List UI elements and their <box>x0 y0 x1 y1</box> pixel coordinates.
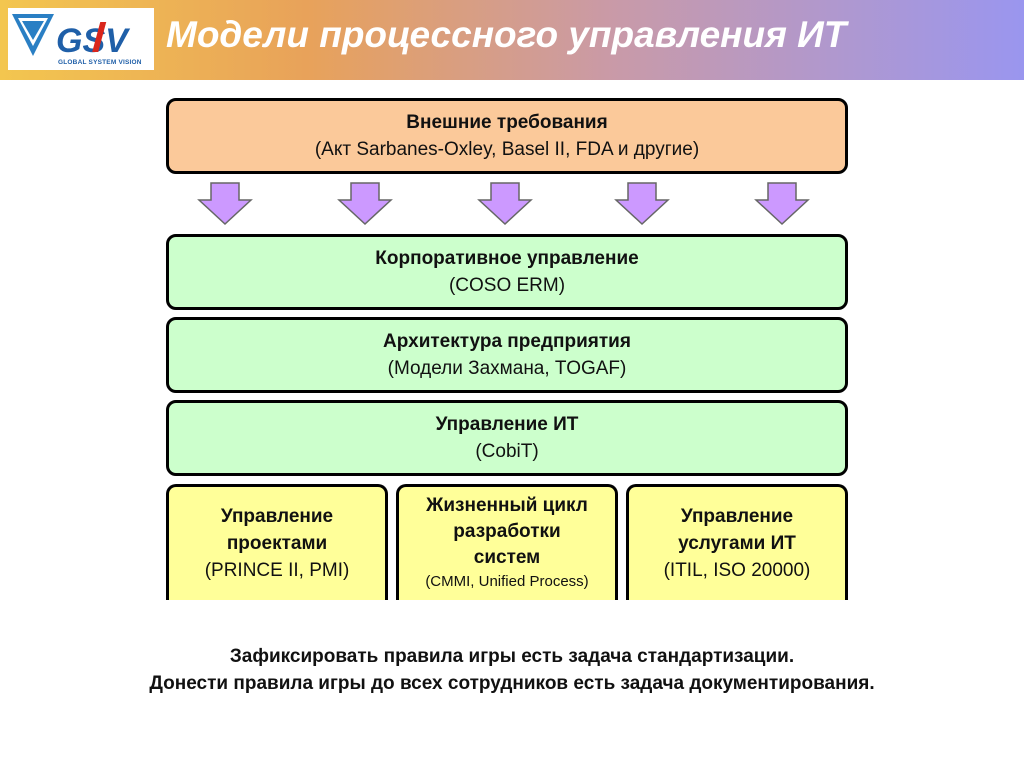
sdlc-box: Жизненный цикл разработки систем (CMMI, … <box>396 484 618 600</box>
page-title: Модели процессного управления ИТ <box>166 14 847 55</box>
project-management-line1: Управление <box>220 506 334 527</box>
footer-line-standardization: Зафиксировать правила игры есть задача с… <box>229 646 795 667</box>
sdlc-subtitle: (CMMI, Unified Process) <box>425 573 589 590</box>
sdlc-line3: систем <box>473 547 541 568</box>
arrow-down-icon <box>754 182 810 226</box>
service-management-line1: Управление <box>680 506 794 527</box>
header-bar: GSV GLOBAL SYSTEM VISION Модели процессн… <box>0 0 1024 80</box>
it-management-title: Управление ИТ <box>435 414 579 435</box>
sdlc-line1: Жизненный цикл <box>426 495 588 516</box>
project-management-line2: проектами <box>226 533 328 554</box>
corporate-governance-title: Корпоративное управление <box>375 248 639 269</box>
corporate-governance-box: Корпоративное управление (COSO ERM) <box>166 234 848 310</box>
enterprise-architecture-title: Архитектура предприятия <box>383 331 631 352</box>
external-requirements-subtitle: (Акт Sarbanes-Oxley, Basel II, FDA и дру… <box>314 139 700 160</box>
arrow-down-icon <box>197 182 253 226</box>
corporate-governance-subtitle: (COSO ERM) <box>448 275 566 296</box>
arrow-down-icon <box>614 182 670 226</box>
logo-text: GSV <box>56 22 131 60</box>
project-management-subtitle: (PRINCE II, PMI) <box>204 560 350 581</box>
enterprise-architecture-subtitle: (Модели Захмана, TOGAF) <box>387 358 627 379</box>
external-requirements-box: Внешние требования (Акт Sarbanes-Oxley, … <box>166 98 848 174</box>
service-management-line2: услугами ИТ <box>678 533 796 554</box>
arrow-down-icon <box>477 182 533 226</box>
service-management-subtitle: (ITIL, ISO 20000) <box>663 560 811 581</box>
sdlc-line2: разработки <box>453 521 561 542</box>
gsv-logo-icon: GSV <box>12 14 131 60</box>
logo-subtitle: GLOBAL SYSTEM VISION <box>58 59 142 66</box>
enterprise-architecture-box: Архитектура предприятия (Модели Захмана,… <box>166 317 848 393</box>
logo[interactable]: GSV GLOBAL SYSTEM VISION <box>8 8 154 70</box>
service-management-box: Управление услугами ИТ (ITIL, ISO 20000) <box>626 484 848 600</box>
footer-line-documentation: Донести правила игры до всех сотрудников… <box>149 673 875 694</box>
arrow-down-icon <box>337 182 393 226</box>
it-management-box: Управление ИТ (CobiT) <box>166 400 848 476</box>
project-management-box: Управление проектами (PRINCE II, PMI) <box>166 484 388 600</box>
it-management-subtitle: (CobiT) <box>475 441 539 462</box>
external-requirements-title: Внешние требования <box>406 112 608 133</box>
